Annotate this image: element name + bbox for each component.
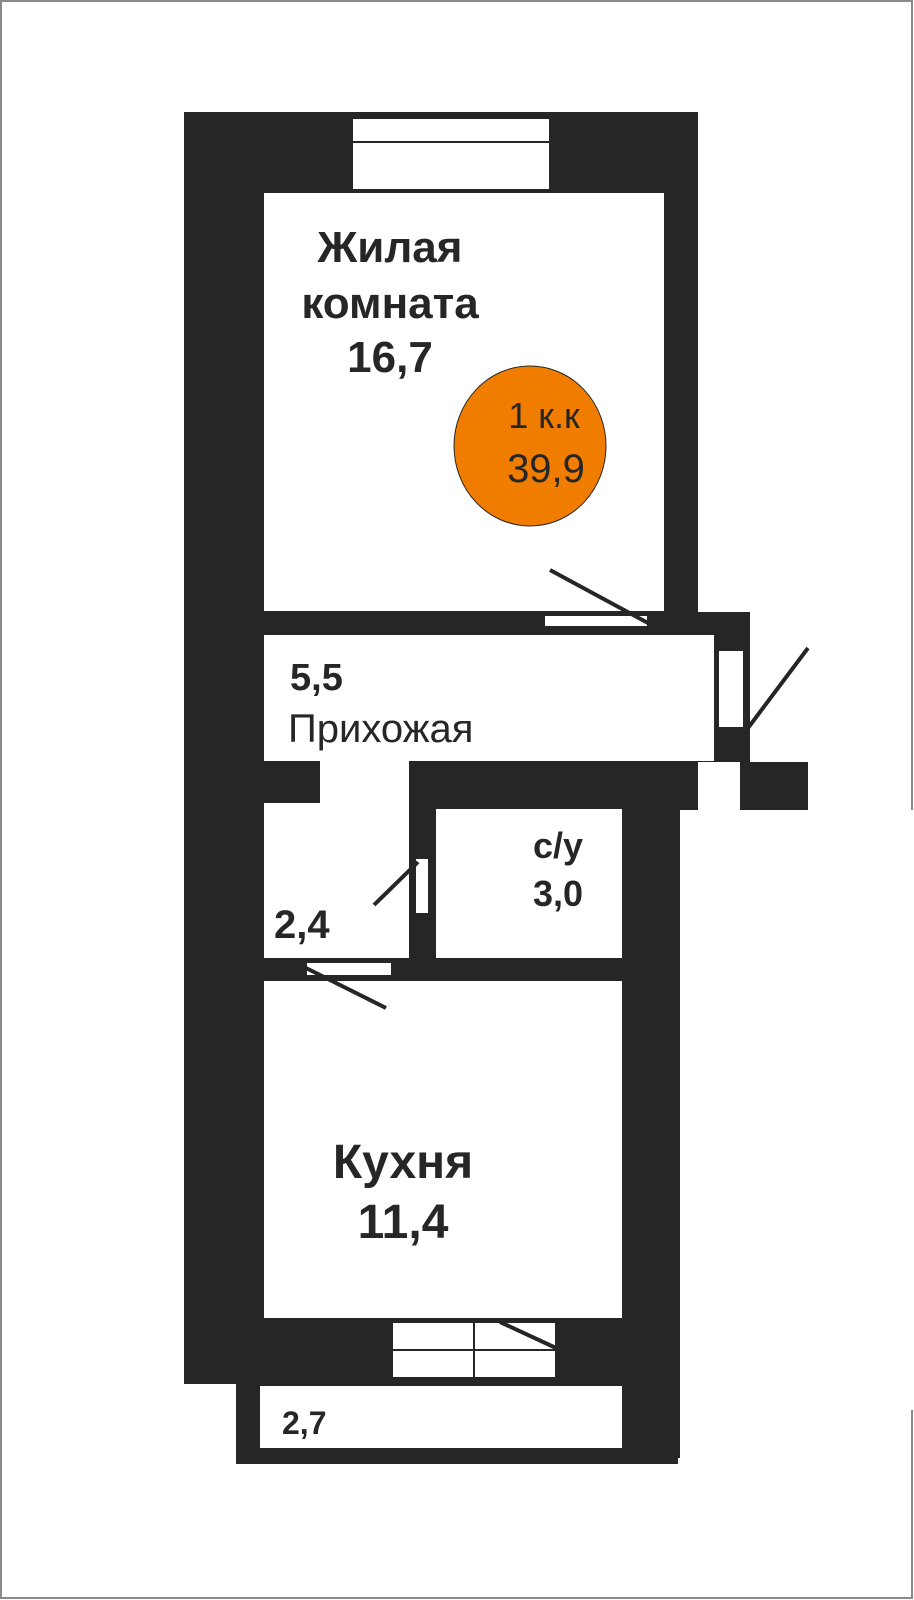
hall-area: 5,5 bbox=[290, 657, 343, 699]
wall-balcony-bottom bbox=[236, 1448, 622, 1464]
room-storage bbox=[264, 803, 409, 958]
room-bathroom bbox=[436, 809, 622, 958]
exterior-notch-bottom bbox=[184, 1384, 236, 1484]
bathroom-area: 3,0 bbox=[533, 873, 583, 914]
kitchen-name: Кухня bbox=[333, 1136, 473, 1189]
room-balcony bbox=[260, 1386, 622, 1448]
door-entrance bbox=[717, 646, 810, 730]
badge-type-label: 1 к.к bbox=[508, 395, 580, 436]
room-storage-neck bbox=[320, 761, 409, 805]
door-balcony bbox=[499, 1320, 557, 1350]
living-name-line2: комната bbox=[301, 279, 479, 328]
window-kitchen bbox=[391, 1321, 557, 1379]
kitchen-area: 11,4 bbox=[358, 1196, 449, 1249]
door-bathroom bbox=[372, 857, 430, 915]
room-hall bbox=[264, 635, 714, 761]
window-top bbox=[351, 117, 551, 191]
room-living bbox=[264, 193, 664, 611]
hall-name: Прихожая bbox=[288, 707, 473, 751]
bathroom-name: с/у bbox=[533, 825, 583, 866]
living-name-line1: Жилая bbox=[317, 223, 463, 272]
badge-total-area: 39,9 bbox=[507, 447, 585, 491]
balcony-area: 2,7 bbox=[282, 1405, 326, 1441]
door-living bbox=[543, 568, 649, 628]
door-kitchen bbox=[305, 961, 393, 1010]
storage-area: 2,4 bbox=[274, 903, 330, 947]
wall-right-lower bbox=[622, 806, 680, 1458]
room-kitchen bbox=[264, 981, 622, 1318]
exterior-notch-right bbox=[680, 810, 914, 1410]
living-area: 16,7 bbox=[347, 333, 433, 382]
total-area-badge: 1 к.к 39,9 bbox=[453, 365, 607, 527]
